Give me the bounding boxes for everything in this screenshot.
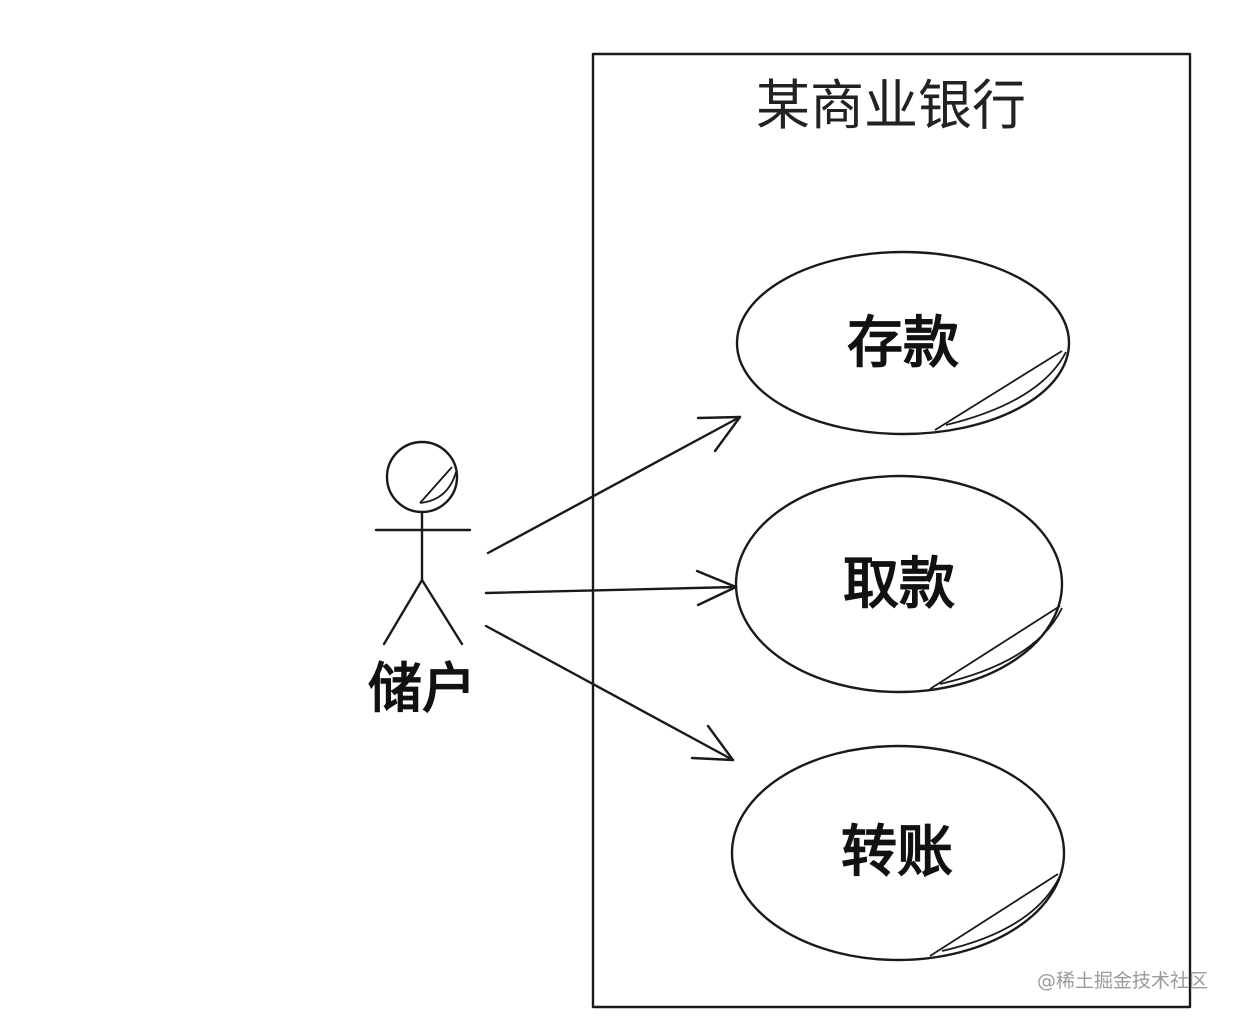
actor-label: 储户 xyxy=(368,657,476,720)
use-case-ellipse xyxy=(735,250,1071,436)
use-case-shading xyxy=(929,605,1061,690)
association-withdraw xyxy=(484,569,738,607)
actor: 储户 xyxy=(368,440,476,720)
use-case-deposit: 存款 xyxy=(735,250,1071,436)
association-line xyxy=(484,585,738,595)
actor-head-shading xyxy=(419,466,453,504)
watermark: @稀土掘金技术社区 xyxy=(1037,970,1208,992)
system-title: 某商业银行 xyxy=(756,74,1026,137)
use-case-transfer: 转账 xyxy=(730,744,1066,962)
use-case-label: 取款 xyxy=(843,552,955,617)
actor-figure xyxy=(374,440,472,646)
actor-head-shading-curve xyxy=(419,471,457,504)
use-case-ellipse xyxy=(730,744,1066,962)
use-case-shading xyxy=(929,873,1059,957)
association-line xyxy=(484,624,735,762)
use-case-label: 存款 xyxy=(847,311,959,376)
use-case-shading-curve xyxy=(939,607,1063,685)
association-deposit xyxy=(486,415,742,555)
use-case-shading-curve xyxy=(945,351,1067,426)
system-boundary: 某商业银行 xyxy=(591,52,1192,1009)
arrowhead-icon xyxy=(690,724,735,762)
use-case-ellipse xyxy=(734,474,1064,694)
use-case-shading-curve xyxy=(941,875,1061,952)
use-case-withdraw: 取款 xyxy=(734,474,1064,694)
association-line xyxy=(486,415,742,555)
system-boundary-rect xyxy=(591,52,1192,1009)
association-transfer xyxy=(484,624,735,762)
actor-left-leg xyxy=(382,578,424,646)
arrowhead-icon xyxy=(696,415,742,453)
associations xyxy=(484,415,742,762)
actor-right-leg xyxy=(420,578,464,646)
use-case-shading xyxy=(934,350,1063,431)
use-case-label: 转账 xyxy=(841,820,953,885)
